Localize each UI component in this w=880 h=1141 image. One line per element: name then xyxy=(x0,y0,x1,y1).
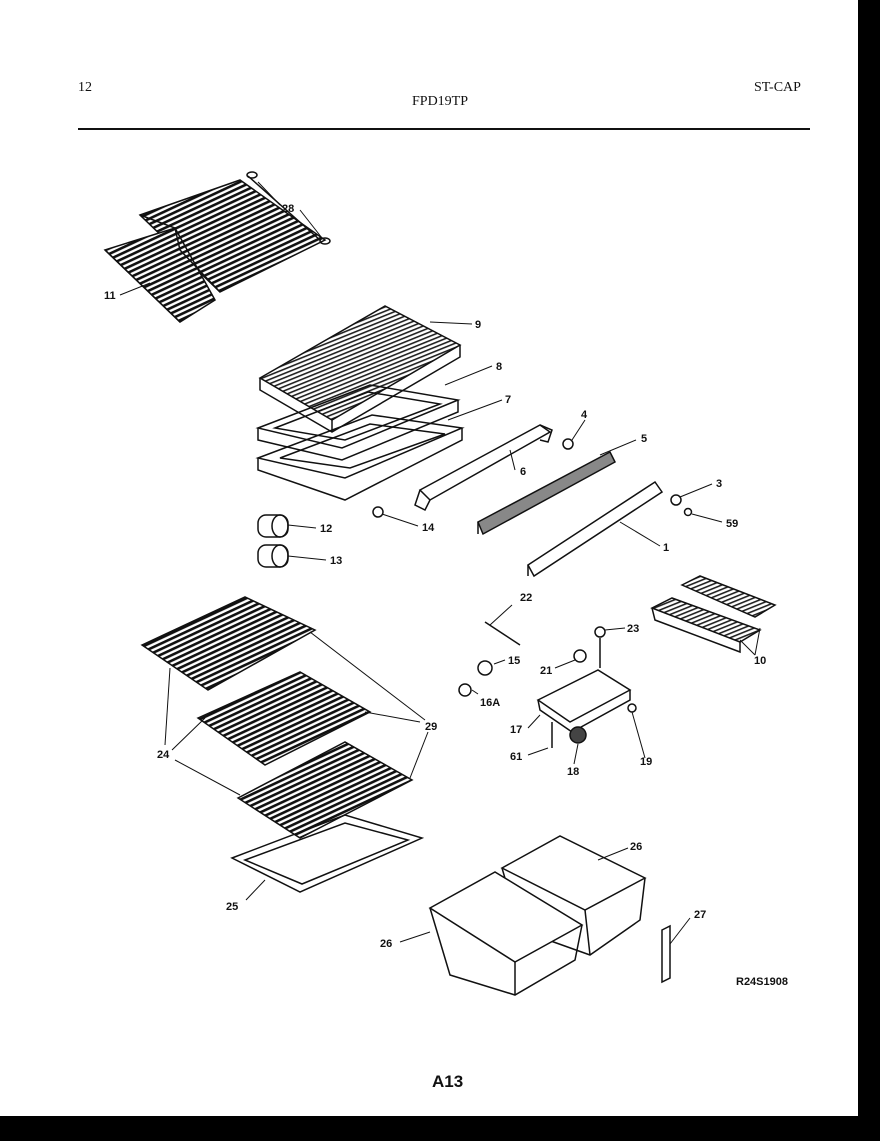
cover-frame xyxy=(255,384,461,461)
glass-shelves xyxy=(140,596,414,839)
label-25: 25 xyxy=(226,901,238,913)
shelf-frame xyxy=(230,814,425,893)
screw-part xyxy=(683,507,693,517)
label-15: 15 xyxy=(508,655,520,667)
cover-glass xyxy=(255,414,465,501)
label-29: 29 xyxy=(425,721,437,733)
label-12: 12 xyxy=(320,523,332,535)
control-assembly xyxy=(458,621,637,748)
label-17: 17 xyxy=(510,724,522,736)
label-1: 1 xyxy=(663,542,669,554)
label-18: 18 xyxy=(567,766,579,778)
rollers xyxy=(257,514,289,568)
label-28: 28 xyxy=(282,203,294,215)
label-11: 11 xyxy=(104,290,116,302)
label-13: 13 xyxy=(330,555,342,567)
scan-border-right xyxy=(858,0,880,1141)
label-21: 21 xyxy=(540,665,552,677)
label-19: 19 xyxy=(640,756,652,768)
label-7: 7 xyxy=(505,394,511,406)
scan-border-bottom xyxy=(0,1116,880,1141)
label-27: 27 xyxy=(694,909,706,921)
section-code: ST-CAP xyxy=(754,80,801,95)
header-rule xyxy=(78,128,810,130)
label-5: 5 xyxy=(641,433,647,445)
page-number: 12 xyxy=(78,80,92,95)
clip-part xyxy=(372,506,384,518)
label-3: 3 xyxy=(716,478,722,490)
page-code: A13 xyxy=(432,1072,464,1091)
label-61: 61 xyxy=(510,751,522,763)
label-6: 6 xyxy=(520,466,526,478)
washer-part xyxy=(670,494,682,506)
label-14: 14 xyxy=(422,522,435,534)
leader-lines xyxy=(119,181,761,945)
label-9: 9 xyxy=(475,319,481,331)
label-24: 24 xyxy=(157,749,170,761)
egg-trays xyxy=(650,575,777,654)
shelf-rail xyxy=(477,450,616,536)
label-23: 23 xyxy=(627,623,639,635)
label-59: 59 xyxy=(726,518,738,530)
drawing-code: R24S1908 xyxy=(736,976,788,988)
label-16a: 16A xyxy=(480,697,500,709)
label-10: 10 xyxy=(754,655,766,667)
label-4: 4 xyxy=(581,409,588,421)
drawer-divider xyxy=(661,924,671,984)
label-8: 8 xyxy=(496,361,502,373)
model-number: FPD19TP xyxy=(412,94,469,109)
crisper-cover xyxy=(258,305,462,433)
nut-part xyxy=(562,438,574,450)
part-number-labels: 11 28 9 8 7 6 4 5 3 59 1 14 12 13 22 23 … xyxy=(104,203,766,950)
label-22: 22 xyxy=(520,592,532,604)
label-26-right: 26 xyxy=(630,841,642,853)
upper-wire-shelf xyxy=(103,171,331,323)
crisper-drawer-left xyxy=(428,871,584,996)
shelf-bracket xyxy=(414,424,553,512)
support-bar xyxy=(527,480,664,578)
label-26-left: 26 xyxy=(380,938,392,950)
